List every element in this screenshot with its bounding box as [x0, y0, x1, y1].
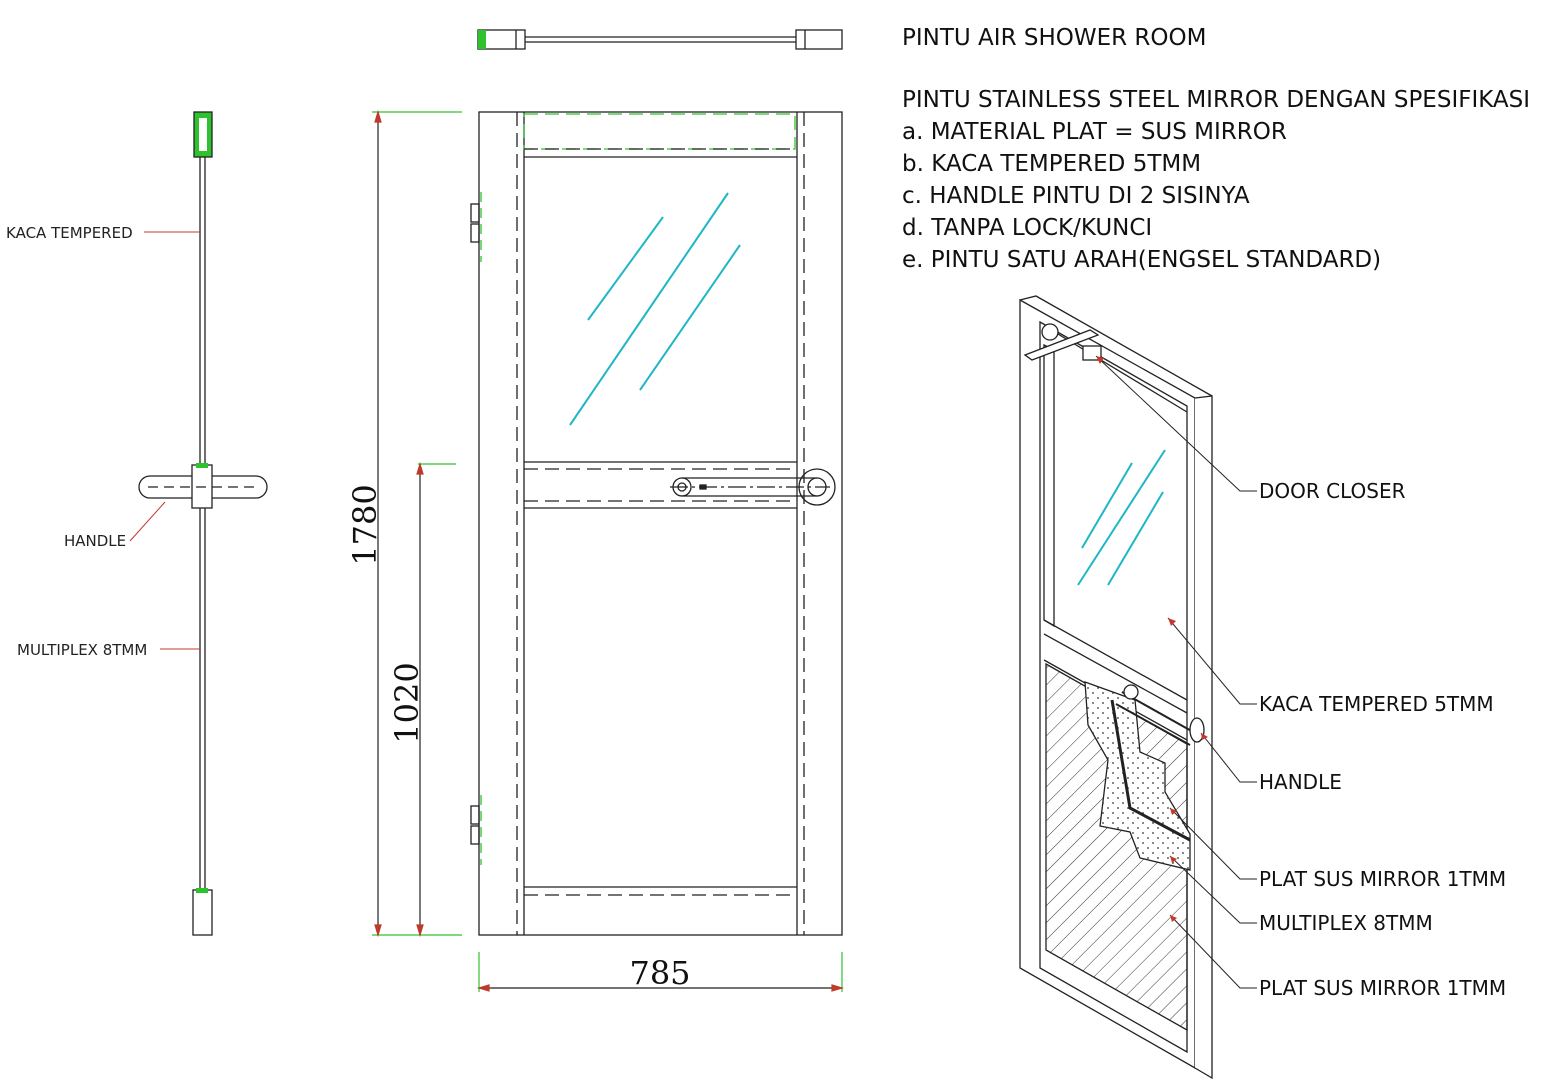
- hinges: [470, 192, 482, 865]
- label-kaca-tempered: KACA TEMPERED: [6, 224, 133, 242]
- label-handle: HANDLE: [64, 532, 126, 550]
- spec-item-c: c. HANDLE PINTU DI 2 SISINYA: [902, 183, 1250, 209]
- dim-width: 785: [629, 954, 690, 992]
- label-iso-handle: HANDLE: [1259, 770, 1342, 794]
- spec-header: PINTU STAINLESS STEEL MIRROR DENGAN SPES…: [902, 87, 1531, 113]
- label-multiplex-8tmm: MULTIPLEX 8TMM: [1259, 911, 1433, 935]
- door-outline: [478, 111, 843, 936]
- label-plat-sus-mirror-1: PLAT SUS MIRROR 1TMM: [1259, 867, 1506, 891]
- door-handle: [670, 468, 836, 506]
- dim-height-handle: 1020: [388, 662, 426, 743]
- label-kaca-tempered-5tmm: KACA TEMPERED 5TMM: [1259, 692, 1494, 716]
- label-multiplex: MULTIPLEX 8TMM: [17, 641, 147, 659]
- section-view: [138, 111, 268, 936]
- spec-item-a: a. MATERIAL PLAT = SUS MIRROR: [902, 119, 1287, 145]
- label-plat-sus-mirror-2: PLAT SUS MIRROR 1TMM: [1259, 976, 1506, 1000]
- specification-notes: PINTU AIR SHOWER ROOM PINTU STAINLESS ST…: [902, 22, 1530, 276]
- iso-leaders: [1095, 355, 1257, 989]
- spec-item-b: b. KACA TEMPERED 5TMM: [902, 151, 1202, 177]
- drawing-title: PINTU AIR SHOWER ROOM: [902, 25, 1207, 51]
- spec-item-d: d. TANPA LOCK/KUNCI: [902, 215, 1153, 241]
- isometric-view: [1019, 295, 1213, 1080]
- label-door-closer: DOOR CLOSER: [1259, 479, 1406, 503]
- iso-glass-reflection: [1077, 449, 1166, 586]
- dim-height-total: 1780: [346, 484, 384, 565]
- dimension-lines: [372, 109, 845, 992]
- glass-reflection-lines: [569, 192, 741, 426]
- front-elevation: [470, 111, 843, 936]
- bottom-frame-section: [192, 889, 213, 936]
- top-closer-panel: [523, 113, 796, 150]
- plan-view: [477, 29, 843, 50]
- spec-item-e: e. PINTU SATU ARAH(ENGSEL STANDARD): [902, 247, 1382, 273]
